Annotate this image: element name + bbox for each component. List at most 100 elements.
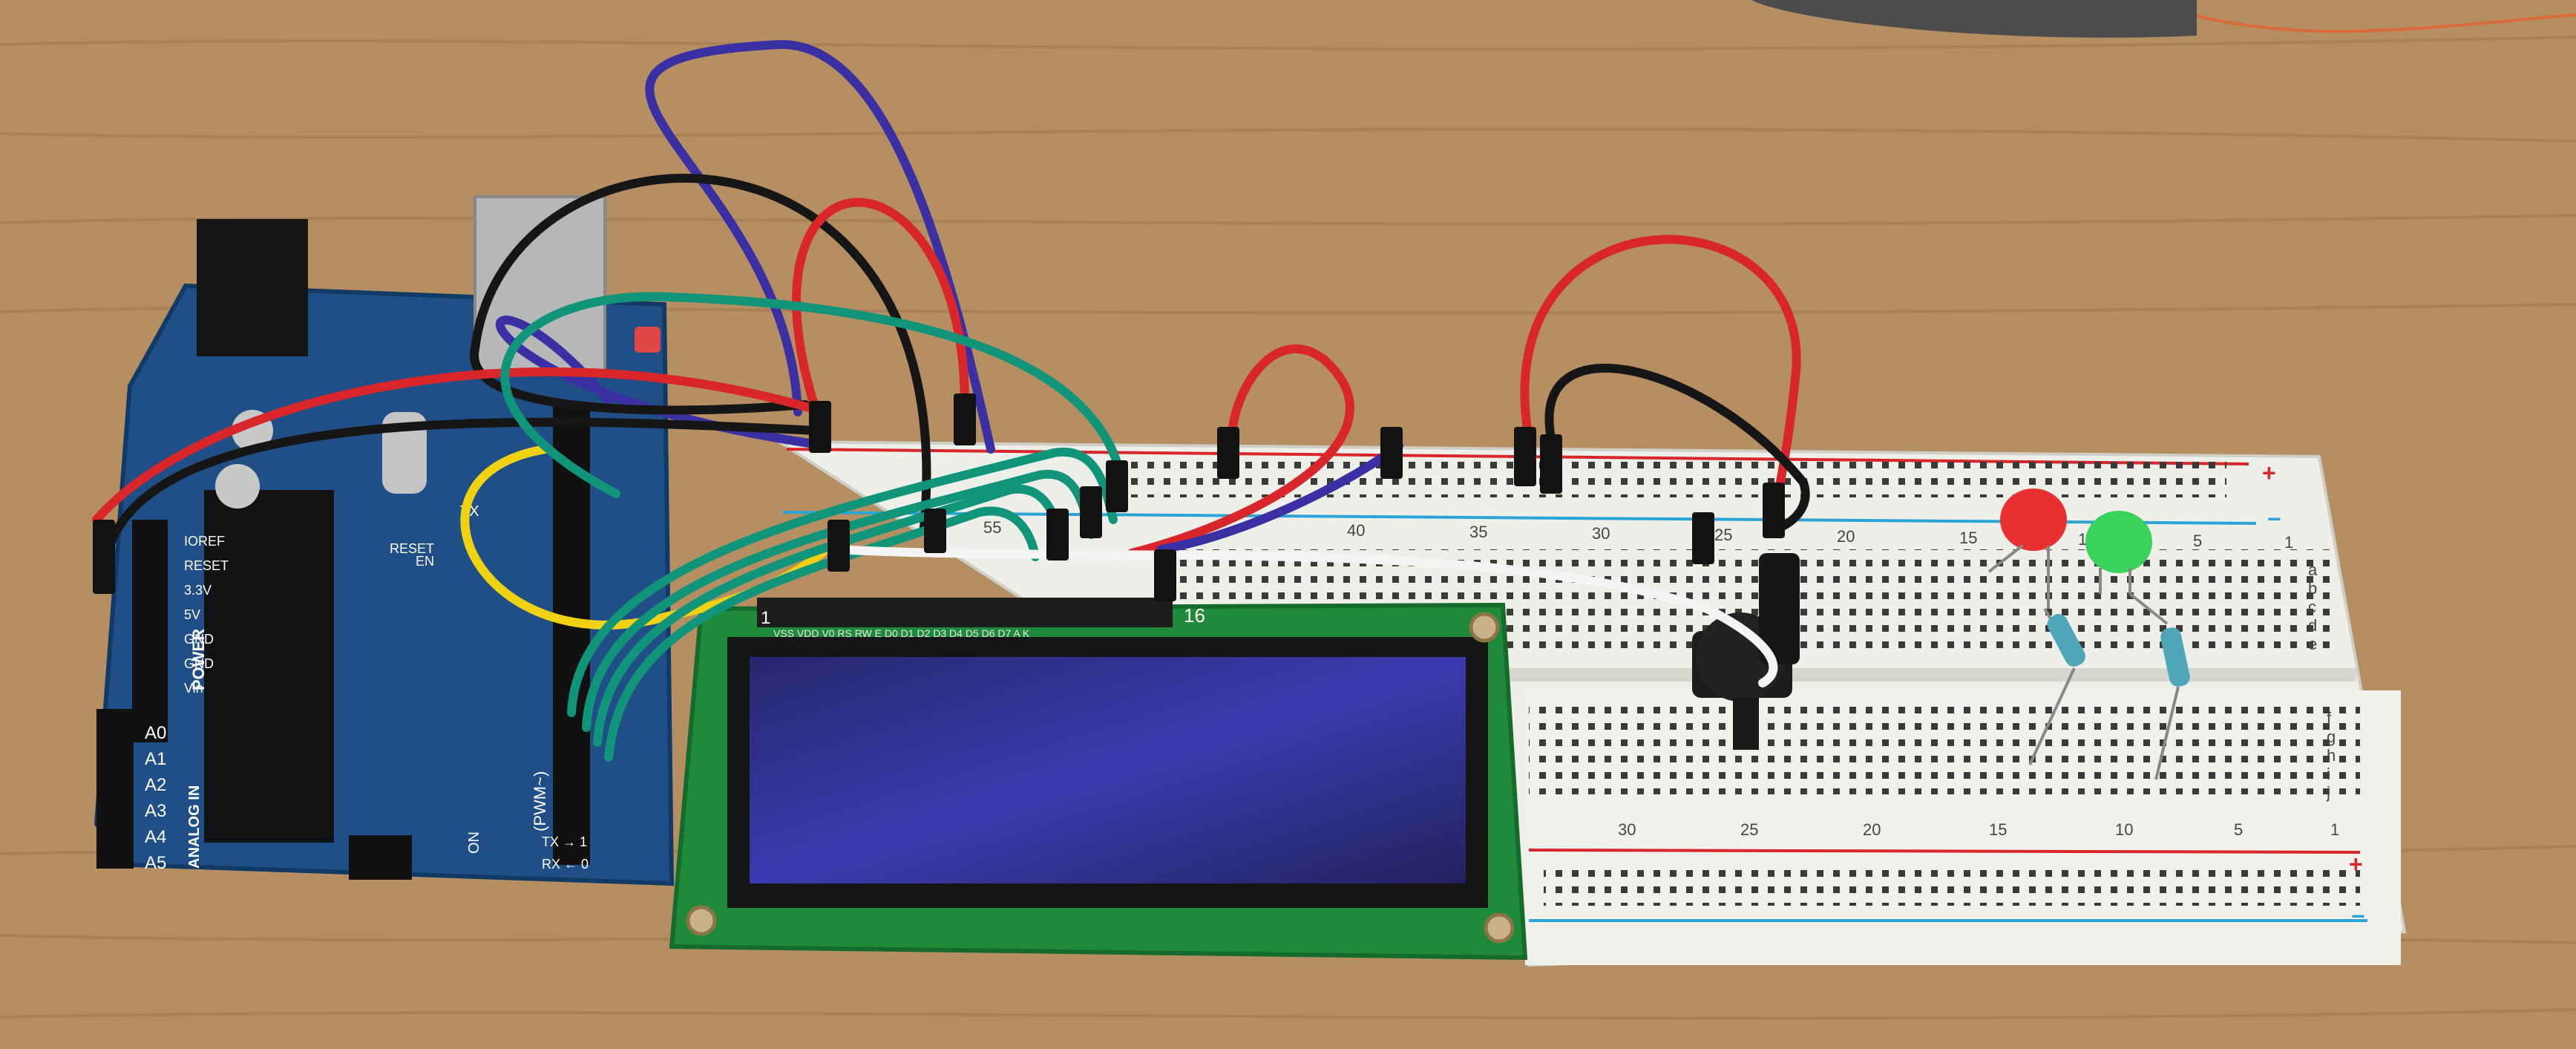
analog-pin-a5: A5 — [145, 853, 166, 873]
wire-red — [1520, 235, 1801, 524]
jumper-plug — [924, 509, 946, 553]
jumper-plug — [1080, 486, 1102, 538]
column-number: 20 — [1863, 820, 1881, 839]
analog-pin-a2: A2 — [145, 775, 166, 795]
wire-blue — [1157, 441, 1403, 554]
rx-pin-label: RX ← 0 — [542, 857, 589, 872]
microcontroller-chip — [204, 490, 334, 843]
lcd-pin-header — [757, 598, 1173, 627]
potentiometer-knob — [1759, 553, 1800, 664]
resistor — [2028, 607, 2085, 765]
jumper-plug — [954, 393, 976, 445]
column-number: 15 — [1959, 529, 1977, 547]
mounting-hole — [1484, 912, 1515, 944]
row-letter: e — [2308, 635, 2317, 653]
row-letter: d — [2308, 616, 2317, 635]
mounting-hole — [1469, 612, 1500, 643]
en-label: EN — [416, 554, 434, 569]
crystal — [382, 412, 427, 494]
jumper-plug — [827, 520, 850, 572]
column-number: 25 — [1714, 526, 1732, 544]
column-number: 15 — [1989, 820, 2007, 839]
capacitor — [215, 464, 260, 509]
column-number: 30 — [1618, 820, 1636, 839]
row-letter: h — [2327, 746, 2336, 765]
row-letter: c — [2308, 598, 2316, 616]
wire-white — [830, 545, 1778, 687]
jumper-plug — [1106, 460, 1128, 512]
lcd-screen — [750, 657, 1466, 883]
jumper-plug — [1217, 427, 1239, 479]
rail-plus-sign: + — [2349, 851, 2363, 878]
row-letter: i — [2327, 765, 2330, 783]
jumper-plug — [1514, 427, 1536, 486]
header-label-ioref: IOREF — [184, 534, 225, 549]
wire-green — [567, 447, 1118, 717]
rail-plus-sign: + — [2262, 460, 2276, 486]
pwm-label: (PWM~) — [531, 771, 549, 831]
wire-blue — [645, 39, 995, 454]
jumper-plug — [1046, 509, 1069, 561]
column-number: 20 — [1837, 527, 1855, 546]
lcd-pin-last-label: 16 — [1184, 604, 1205, 627]
row-letter: j — [2326, 783, 2330, 802]
reset-button — [635, 327, 661, 353]
column-number: 25 — [1740, 820, 1758, 839]
analog-pin-a1: A1 — [145, 749, 166, 769]
led-green — [2085, 511, 2152, 594]
on-label: ON — [466, 831, 482, 854]
row-letter: b — [2308, 579, 2317, 598]
mounting-hole — [686, 905, 717, 936]
header-label-gnd: GND — [184, 656, 214, 671]
row-letter: f — [2327, 709, 2332, 728]
analog-header — [96, 709, 134, 869]
header-label-gnd: GND — [184, 632, 214, 647]
analog-pin-a4: A4 — [145, 827, 166, 847]
wire-black — [1544, 363, 1810, 532]
column-number: 10 — [2115, 820, 2133, 839]
lcd-pin-labels: VSS VDD V0 RS RW E D0 D1 D2 D3 D4 D5 D6 … — [773, 627, 1030, 639]
jumper-plug — [1692, 512, 1714, 564]
power-label: POWER — [189, 629, 208, 690]
header-label-reset: RESET — [184, 558, 229, 573]
jumper-plug — [1540, 434, 1562, 494]
column-number: 55 — [983, 518, 1001, 537]
row-letter: g — [2327, 728, 2336, 746]
analog-pin-a3: A3 — [145, 801, 166, 821]
column-number: 1 — [2330, 820, 2339, 839]
wire-black — [99, 417, 821, 576]
bottom-rail-holes — [1544, 861, 2360, 906]
wire-green — [593, 484, 1066, 747]
analog-pin-a0: A0 — [145, 723, 166, 743]
header-label-vin: Vin — [184, 681, 203, 696]
jumper-plug — [93, 520, 115, 594]
row-letter: a — [2308, 561, 2318, 579]
jumper-plug — [1154, 549, 1176, 601]
rail-minus-sign: − — [2351, 903, 2365, 929]
wire-green — [500, 292, 1125, 498]
dc-power-jack — [197, 219, 308, 356]
wire-red — [92, 367, 828, 524]
tx-pin-label: TX → 1 — [542, 834, 587, 849]
wire-red — [1127, 344, 1354, 558]
jumper-plug — [809, 401, 831, 453]
jumper-plug — [1763, 483, 1785, 538]
resistor — [2128, 592, 2190, 780]
wire-yellow — [460, 445, 843, 630]
column-number: 35 — [1469, 523, 1487, 541]
wire-green — [582, 469, 1095, 732]
wire-plugs — [93, 393, 1785, 601]
breadboard: 55 40 35 30 25 20 15 10 5 1 a b c d e f … — [761, 439, 2407, 967]
column-number: 40 — [1347, 521, 1365, 540]
icsp-header — [349, 835, 412, 880]
column-number: 5 — [2234, 820, 2243, 839]
arduino-board: IOREF RESET 3.3V 5V GND GND Vin POWER AN… — [94, 195, 675, 886]
header-label-3v3: 3.3V — [184, 583, 212, 598]
lcd-module: 1 VSS VDD V0 RS RW E D0 D1 D2 D3 D4 D5 D… — [669, 598, 1528, 961]
column-number: 30 — [1592, 524, 1610, 543]
potentiometer-stem — [1733, 698, 1759, 750]
digital-header — [553, 405, 590, 865]
jumper-plug — [1380, 427, 1403, 479]
lower-terminal-holes — [1529, 705, 2360, 794]
